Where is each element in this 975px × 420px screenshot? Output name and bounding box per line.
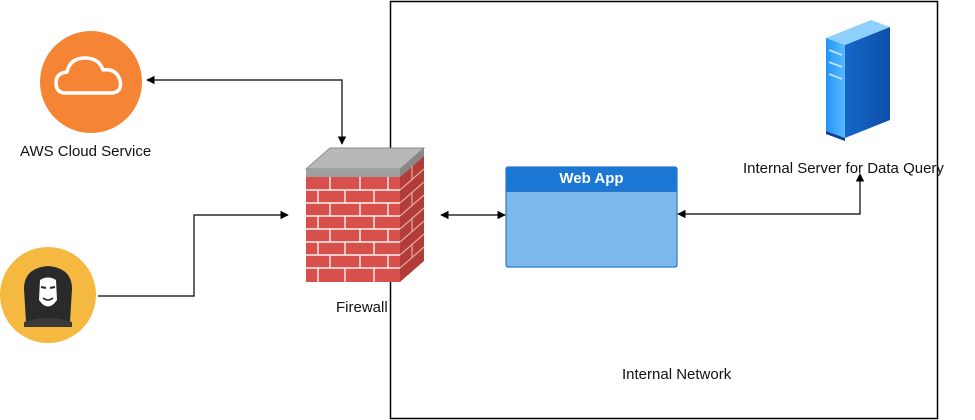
brick-firewall-icon (304, 147, 426, 282)
server-label: Internal Server for Data Query (743, 160, 944, 177)
connector-aws-firewall (146, 75, 347, 145)
anonymous-hacker-icon (0, 247, 96, 343)
server-tower-icon (826, 20, 890, 141)
internal-network-label: Internal Network (622, 366, 732, 383)
firewall-label: Firewall (336, 299, 388, 316)
connector-server-webapp (677, 173, 865, 219)
webapp-box (505, 166, 678, 268)
connector-attacker-firewall (98, 210, 289, 297)
webapp-title: Web App (559, 170, 624, 187)
cloud-icon (40, 31, 142, 133)
aws-cloud-service-label: AWS Cloud Service (20, 143, 152, 160)
